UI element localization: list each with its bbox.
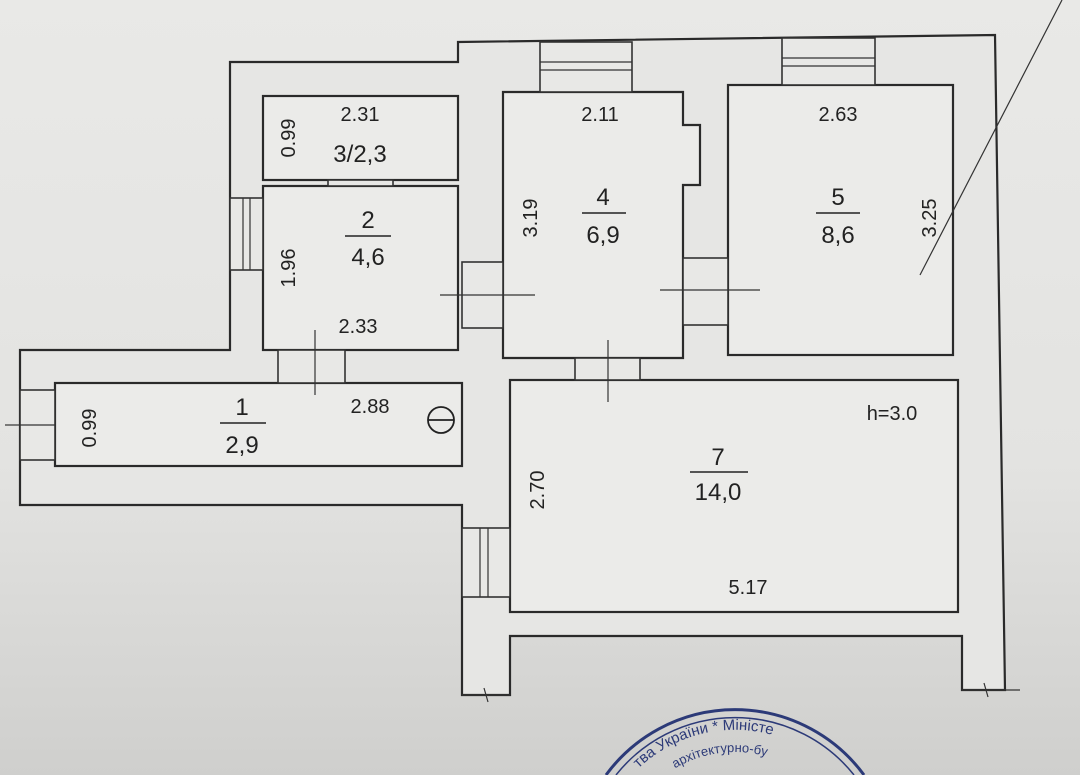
- window-top-room-5: [781, 37, 876, 86]
- room-3: [261, 94, 460, 182]
- room-2-depth: 1.96: [278, 249, 300, 288]
- door-4-5: [660, 257, 760, 326]
- room-7-depth: 2.70: [527, 471, 549, 510]
- room-7-number: 7: [711, 444, 724, 471]
- dimension-tick: [983, 682, 989, 698]
- room-3-width: 2.31: [341, 104, 380, 126]
- dimension-tick: [483, 687, 489, 703]
- room-7-area: 14,0: [695, 479, 742, 506]
- room-1-width: 2.88: [351, 396, 390, 418]
- room-3-depth: 0.99: [278, 119, 300, 158]
- room-3-label: 3/2,3: [333, 141, 386, 168]
- room-2-number: 2: [361, 207, 374, 234]
- ceiling-height: h=3.0: [867, 403, 918, 425]
- svg-text:архітектурно-бу: архітектурно-бу: [669, 740, 770, 771]
- room-4: [501, 90, 702, 360]
- room-1-depth: 0.99: [79, 409, 101, 448]
- room-7: [508, 378, 960, 614]
- room-2-width: 2.33: [339, 316, 378, 338]
- room-1: [53, 381, 464, 468]
- room-5-number: 5: [831, 184, 844, 211]
- room-2-area: 4,6: [351, 244, 384, 271]
- official-stamp: тва України * Міністе архітектурно-бу: [604, 708, 866, 775]
- door-2-4: [440, 261, 535, 329]
- gas-meter-icon: [427, 406, 455, 434]
- room-2: [261, 184, 460, 352]
- room-1-number: 1: [235, 394, 248, 421]
- room-1-area: 2,9: [225, 432, 258, 459]
- door-2-3: [327, 179, 394, 187]
- window-bottom-room-7: [461, 527, 511, 598]
- door-1-2: [277, 330, 346, 395]
- window-top-room-4: [539, 41, 633, 93]
- room-5-depth: 3.25: [919, 199, 941, 238]
- room-5-area: 8,6: [821, 222, 854, 249]
- room-7-width: 5.17: [729, 577, 768, 599]
- room-4-depth: 3.19: [520, 199, 542, 238]
- annotation-line: [919, 0, 1063, 276]
- window-left-room-2: [229, 197, 264, 271]
- room-4-area: 6,9: [586, 222, 619, 249]
- room-5-width: 2.63: [819, 104, 858, 126]
- entrance-door: [5, 389, 56, 461]
- room-4-number: 4: [596, 184, 609, 211]
- door-4-7: [574, 340, 641, 402]
- room-4-width: 2.11: [581, 104, 618, 126]
- stamp-text-inner: архітектурно-бу: [669, 740, 770, 771]
